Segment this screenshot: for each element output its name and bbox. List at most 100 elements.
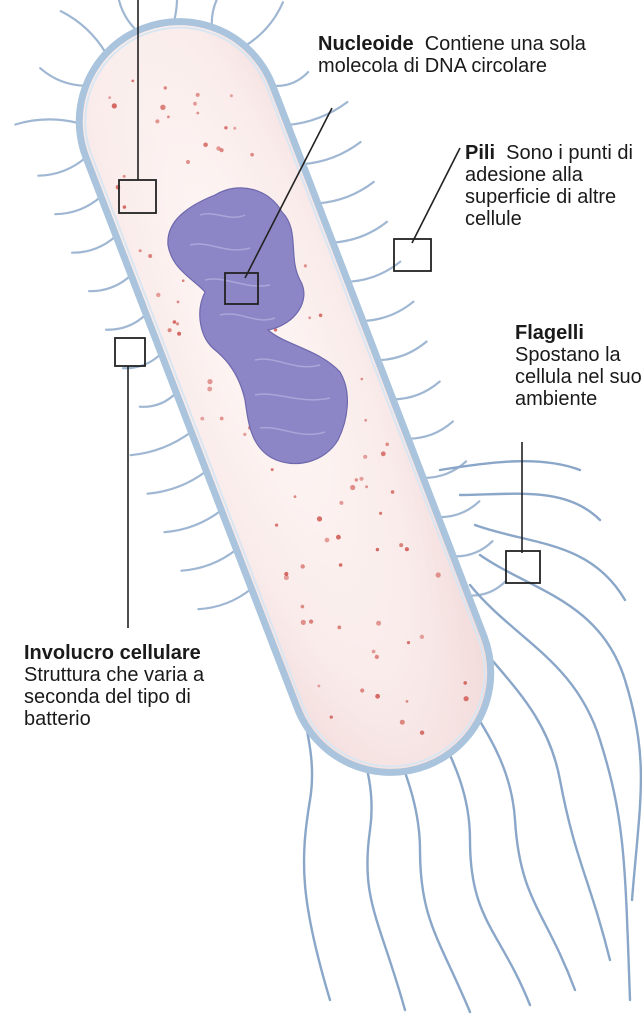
ribosome-dot — [207, 387, 212, 392]
ribosome-dot — [271, 468, 274, 471]
ribosome-dot — [308, 316, 311, 319]
ribosome-dot — [182, 279, 185, 282]
label-nucleoide-title: Nucleoide — [318, 33, 414, 55]
pilus — [198, 589, 251, 610]
pilus — [438, 501, 479, 517]
ribosome-dot — [301, 605, 305, 609]
ribosome-dot — [385, 443, 389, 447]
pilus — [378, 342, 427, 361]
pilus — [55, 197, 101, 215]
ribosome-dot — [304, 264, 307, 267]
ribosome-dot — [301, 564, 305, 568]
ribosome-dot — [250, 153, 254, 157]
pilus — [363, 302, 414, 321]
ribosome-dot — [176, 322, 179, 325]
label-flagelli-text: Spostano la cellula nel suo ambiente — [515, 344, 642, 410]
pilus — [117, 0, 137, 31]
ribosome-dot — [139, 249, 142, 252]
ribosome-dot — [275, 524, 278, 527]
ribosome-dot — [164, 86, 167, 89]
flagellum — [470, 585, 630, 1000]
ribosome-dot — [330, 716, 333, 719]
ribosome-dot — [391, 490, 395, 494]
ribosome-dot — [200, 417, 204, 421]
ribosome-dot — [131, 80, 134, 83]
pilus — [164, 510, 221, 532]
ribosome-dot — [436, 572, 441, 577]
ribosome-dot — [167, 116, 170, 119]
pilus — [106, 314, 146, 329]
ribosome-dot — [337, 626, 341, 630]
ribosome-dot — [160, 105, 165, 110]
ribosome-dot — [319, 314, 323, 318]
ribosome-dot — [196, 112, 199, 115]
ribosome-dot — [376, 548, 379, 551]
ribosome-dot — [177, 332, 181, 336]
label-flagelli: Flagelli Spostano la cellula nel suo amb… — [515, 322, 642, 410]
flagellum — [460, 494, 600, 520]
ribosome-dot — [155, 119, 159, 123]
ribosome-dot — [186, 160, 190, 164]
ribosome-dot — [406, 700, 409, 703]
pilus — [318, 182, 374, 204]
ribosome-dot — [203, 143, 208, 148]
ribosome-dot — [463, 681, 467, 685]
label-pili-title: Pili — [465, 142, 495, 164]
ribosome-dot — [372, 650, 376, 654]
pilus — [140, 393, 176, 407]
label-involucro: Involucro cellulare Struttura che varia … — [24, 642, 254, 730]
ribosome-dot — [365, 485, 368, 488]
ribosome-dot — [309, 620, 313, 624]
flagellum — [480, 555, 641, 900]
ribosome-dot — [123, 205, 126, 208]
ribosome-dot — [405, 547, 409, 551]
pilus — [408, 421, 453, 438]
pilus — [89, 275, 131, 291]
ribosome-dot — [123, 175, 126, 178]
ribosome-dot — [350, 485, 355, 490]
ribosome-dot — [400, 720, 405, 725]
ribosome-dot — [216, 146, 220, 150]
pilus — [303, 142, 361, 164]
pilus — [181, 550, 236, 571]
pilus — [40, 68, 86, 86]
ribosome-dot — [173, 320, 177, 324]
pilus — [453, 541, 492, 556]
ribosome-dot — [379, 512, 382, 515]
ribosome-dot — [363, 455, 367, 459]
pilus — [288, 102, 348, 125]
ribosome-dot — [108, 96, 111, 99]
ribosome-dot — [284, 572, 288, 576]
ribosome-dot — [318, 685, 321, 688]
label-pili: Pili Sono i punti di adesione alla super… — [465, 142, 642, 230]
pilus — [38, 157, 86, 175]
ribosome-dot — [360, 688, 364, 692]
ribosome-dot — [407, 641, 410, 644]
pilus — [61, 11, 106, 53]
pilus — [72, 236, 116, 253]
ribosome-dot — [339, 501, 343, 505]
ribosome-dot — [177, 301, 180, 304]
label-involucro-text: Struttura che varia a seconda del tipo d… — [24, 664, 204, 730]
ribosome-dot — [355, 478, 358, 481]
ribosome-dot — [196, 93, 200, 97]
ribosome-dot — [399, 543, 403, 547]
ribosome-dot — [339, 563, 343, 567]
ribosome-dot — [294, 495, 297, 498]
ribosome-dot — [112, 103, 117, 108]
ribosome-dot — [233, 127, 236, 130]
ribosome-dot — [168, 328, 172, 332]
ribosome-dot — [375, 694, 380, 699]
ribosome-dot — [156, 293, 160, 297]
ribosome-dot — [359, 477, 363, 481]
ribosome-dot — [464, 696, 469, 701]
ribosome-dot — [243, 433, 246, 436]
pilus — [393, 382, 440, 400]
ribosome-dot — [381, 451, 386, 456]
pilus — [15, 119, 79, 124]
ribosome-dot — [364, 419, 367, 422]
ribosome-dot — [376, 621, 381, 626]
ribosome-dot — [336, 535, 341, 540]
ribosome-dot — [301, 620, 306, 625]
ribosome-dot — [207, 379, 212, 384]
